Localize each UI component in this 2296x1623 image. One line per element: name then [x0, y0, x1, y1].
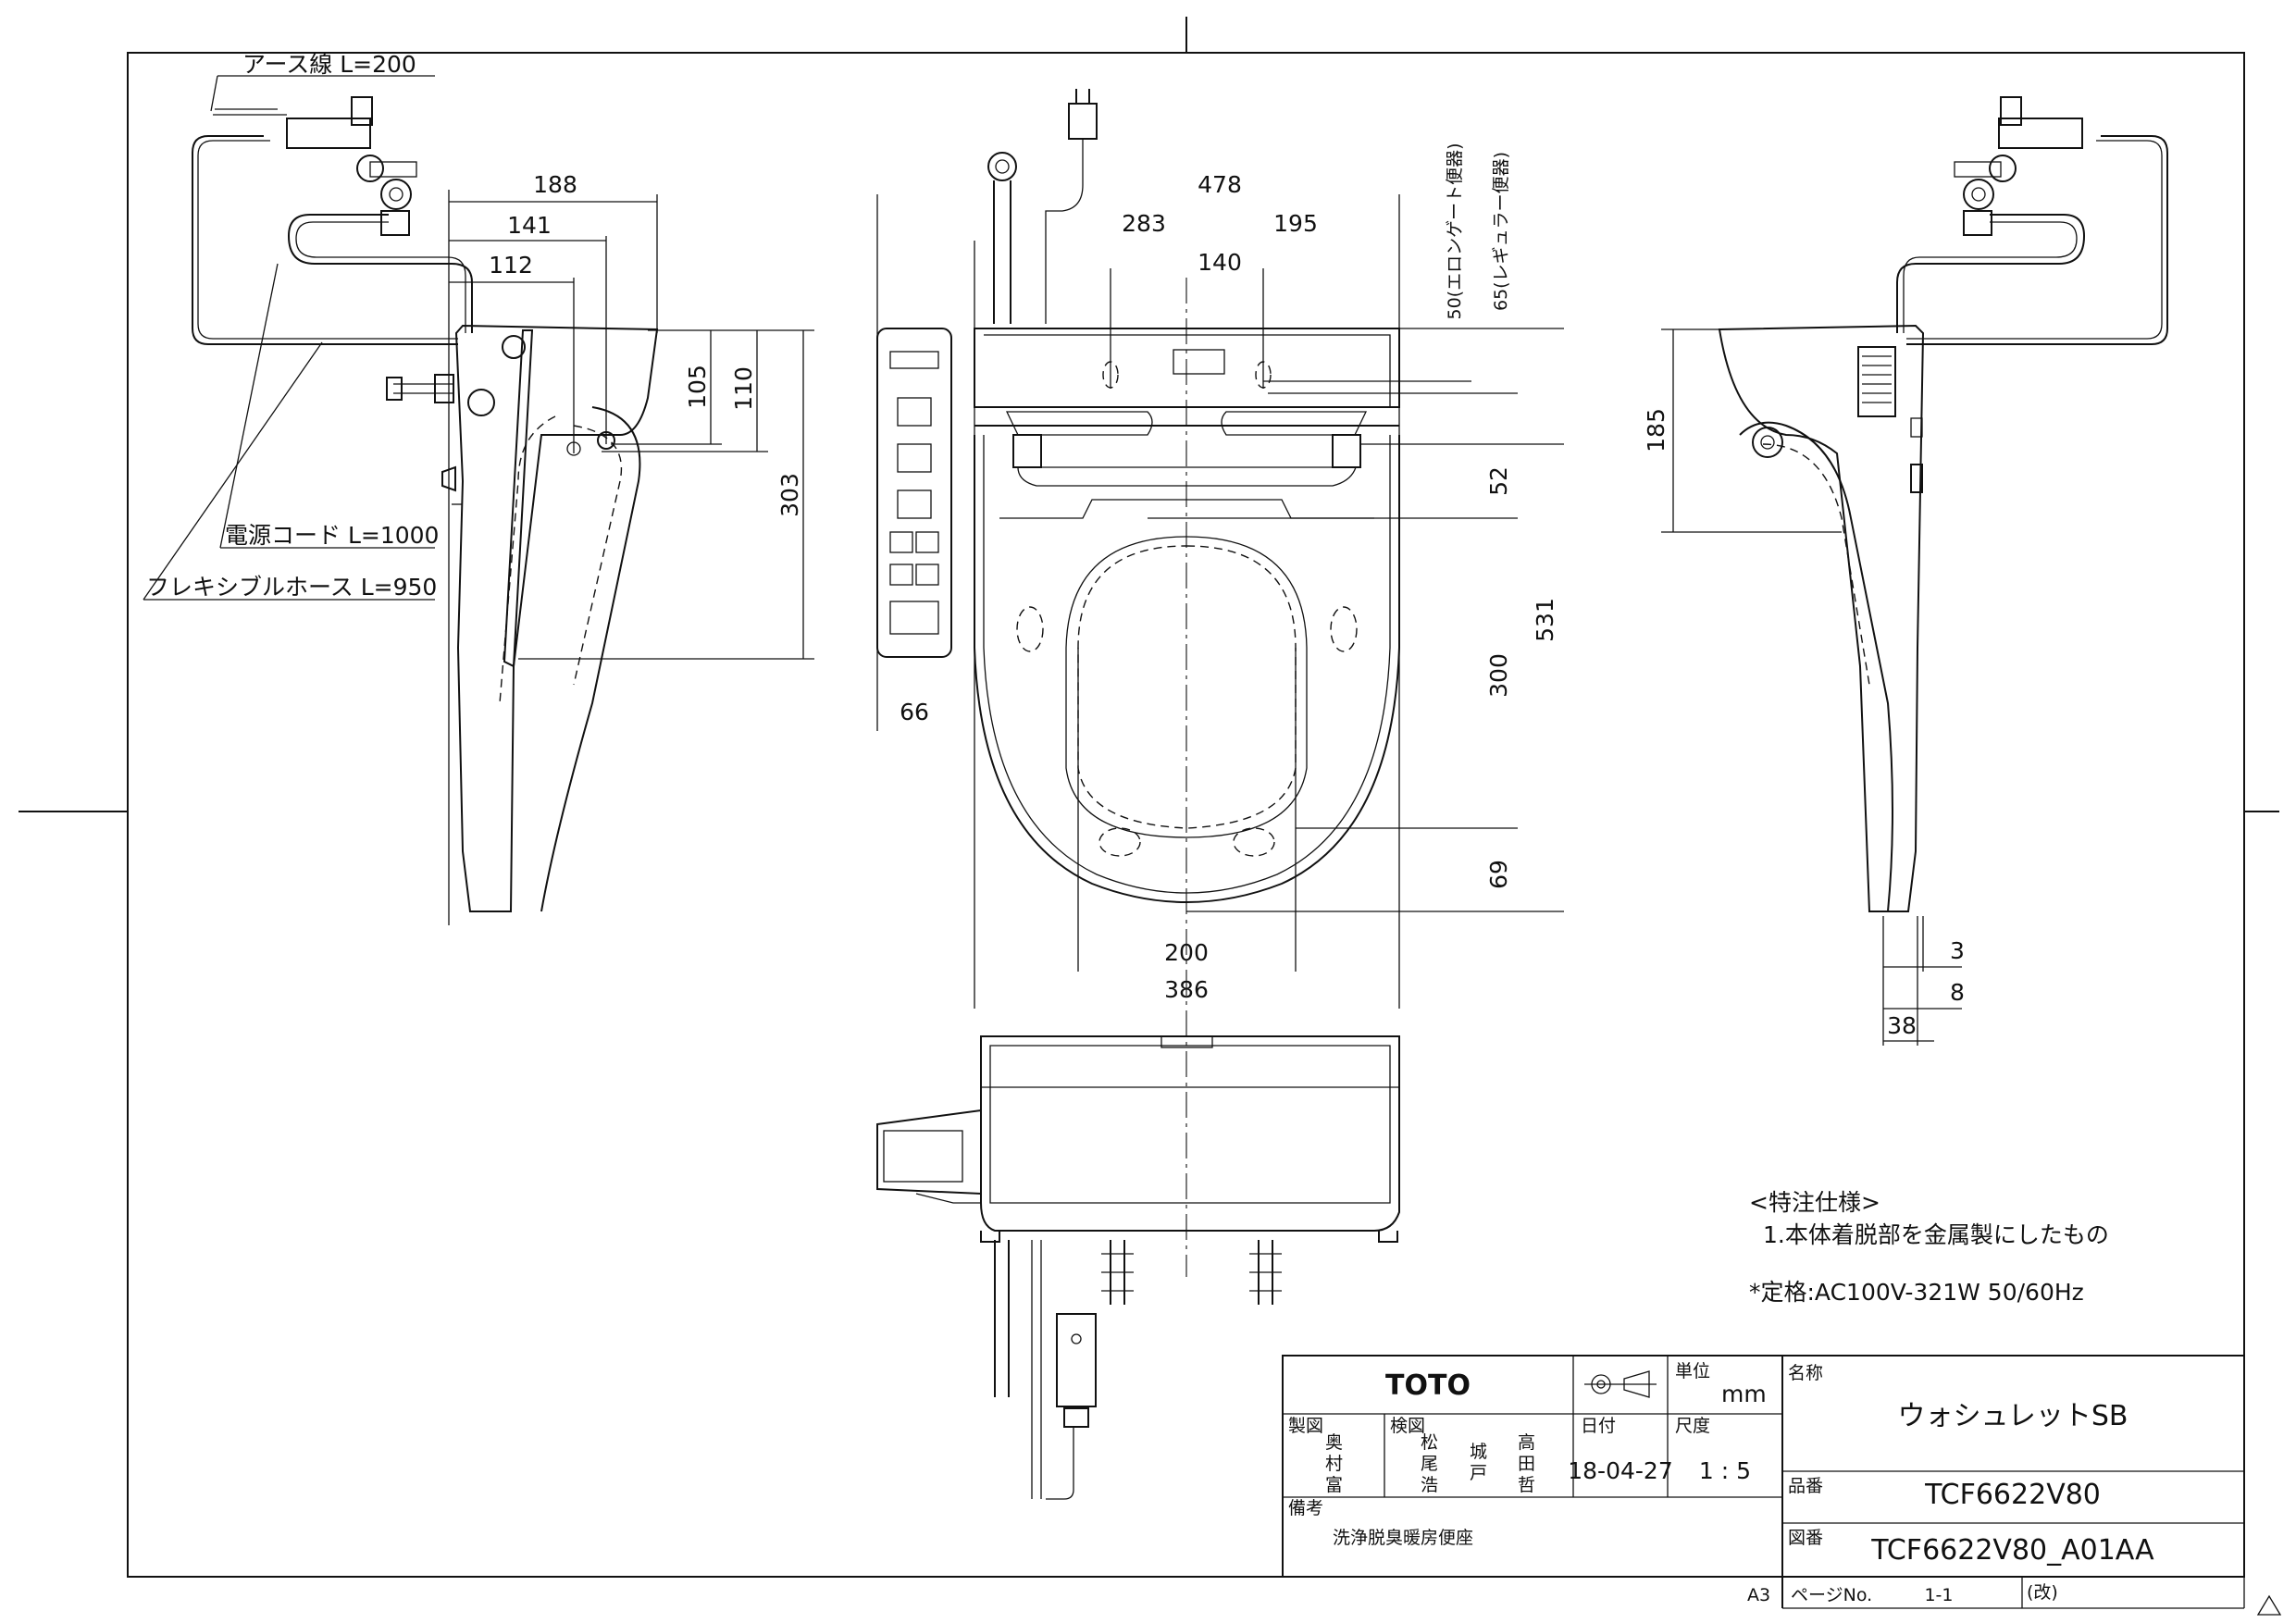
drawn-name-1: 奥 [1325, 1432, 1343, 1453]
notes: <特注仕様> 1.本体着脱部を金属製にしたもの *定格:AC100V-321W … [1749, 1189, 2109, 1306]
left-dimension-lines [448, 190, 814, 925]
dimension-labels: 188 141 112 105 110 303 478 283 195 140 … [489, 142, 1965, 1039]
power-cord-label: 電源コード L=1000 [225, 522, 439, 549]
callouts: アース線 L=200 電源コード L=1000 フレキシブルホース L=950 [146, 51, 439, 601]
dim-right-38: 38 [1887, 1012, 1917, 1039]
special-spec-item: 1.本体着脱部を金属製にしたもの [1763, 1221, 2109, 1248]
checked-a-2: 尾 [1421, 1454, 1438, 1474]
unit-value: mm [1721, 1381, 1767, 1407]
special-spec-title: <特注仕様> [1749, 1189, 1880, 1216]
earth-wire-label: アース線 L=200 [242, 51, 416, 78]
checked-a-3: 浩 [1421, 1475, 1438, 1495]
dim-v-300: 300 [1485, 653, 1512, 698]
leader-lines [143, 75, 435, 601]
revision-triangle-icon [2256, 1594, 2282, 1616]
dim-v-531: 531 [1532, 598, 1558, 642]
checked-c-1: 高 [1518, 1432, 1535, 1453]
dim-left-141: 141 [507, 212, 552, 239]
page-label: ページNo. [1791, 1585, 1872, 1605]
dim-w-66: 66 [900, 699, 929, 725]
drawn-label: 製図 [1288, 1416, 1323, 1436]
sheet-size: A3 [1747, 1585, 1770, 1605]
dim-right-3: 3 [1950, 937, 1965, 964]
dim-top-140: 140 [1198, 249, 1242, 276]
dim-v-65-regular: 65(レギュラー便器) [1491, 152, 1511, 311]
date-label: 日付 [1581, 1416, 1616, 1436]
remarks-value: 洗浄脱臭暖房便座 [1333, 1528, 1473, 1548]
scale-value: 1 : 5 [1699, 1457, 1751, 1484]
part-number: TCF6622V80 [1924, 1479, 2101, 1511]
top-dimension-lines [876, 194, 1564, 1277]
unit-label: 単位 [1675, 1361, 1710, 1381]
remote-control [876, 328, 952, 658]
dim-v-52: 52 [1485, 466, 1512, 496]
page-value: 1-1 [1924, 1585, 1953, 1605]
checked-label: 検図 [1390, 1416, 1425, 1436]
left-side-view [192, 96, 659, 912]
drawn-name-3: 富 [1325, 1475, 1343, 1495]
checked-c-2: 田 [1518, 1454, 1535, 1474]
product-name: ウォシュレットSB [1897, 1400, 2128, 1432]
right-side-view [1718, 96, 2168, 912]
dim-left-112: 112 [489, 252, 533, 279]
rating-note: *定格:AC100V-321W 50/60Hz [1749, 1279, 2084, 1306]
right-dimension-lines [1661, 328, 1962, 1046]
dim-left-303: 303 [776, 473, 803, 517]
drawing-number-label: 図番 [1788, 1528, 1823, 1548]
dim-w-200: 200 [1164, 939, 1209, 966]
dim-left-110: 110 [730, 366, 757, 411]
front-view [876, 1035, 1400, 1500]
flex-hose-label: フレキシブルホース L=950 [146, 574, 437, 601]
checked-b-2: 戸 [1470, 1463, 1487, 1483]
dim-right-185: 185 [1643, 408, 1669, 452]
dim-top-478: 478 [1198, 171, 1242, 198]
dim-top-283: 283 [1122, 210, 1166, 237]
checked-b-1: 城 [1470, 1442, 1487, 1462]
dim-left-105: 105 [684, 365, 711, 409]
checked-a-1: 松 [1421, 1432, 1438, 1453]
date-value: 18-04-27 [1568, 1457, 1672, 1484]
dim-v-50-elongated: 50(エロンゲート便器) [1445, 142, 1465, 319]
name-label: 名称 [1788, 1363, 1823, 1383]
dim-v-69: 69 [1485, 860, 1512, 889]
scale-label: 尺度 [1675, 1416, 1710, 1436]
dim-top-195: 195 [1273, 210, 1318, 237]
drawing-number: TCF6622V80_A01AA [1870, 1534, 2154, 1567]
part-label: 品番 [1788, 1476, 1823, 1496]
dim-left-188: 188 [533, 171, 577, 198]
title-block: TOTO 単位 mm 製図 奥 村 富 検図 松 尾 浩 城 戸 高 田 哲 日… [1282, 1355, 2245, 1609]
dim-right-8: 8 [1950, 979, 1965, 1006]
toto-logo: TOTO [1385, 1369, 1471, 1402]
drawn-name-2: 村 [1325, 1454, 1343, 1474]
revision-label: (改) [2027, 1582, 2058, 1603]
projection-symbol-icon [1584, 1370, 1657, 1398]
checked-c-3: 哲 [1518, 1475, 1535, 1495]
remarks-label: 備考 [1288, 1498, 1323, 1518]
dim-w-386: 386 [1164, 976, 1209, 1003]
